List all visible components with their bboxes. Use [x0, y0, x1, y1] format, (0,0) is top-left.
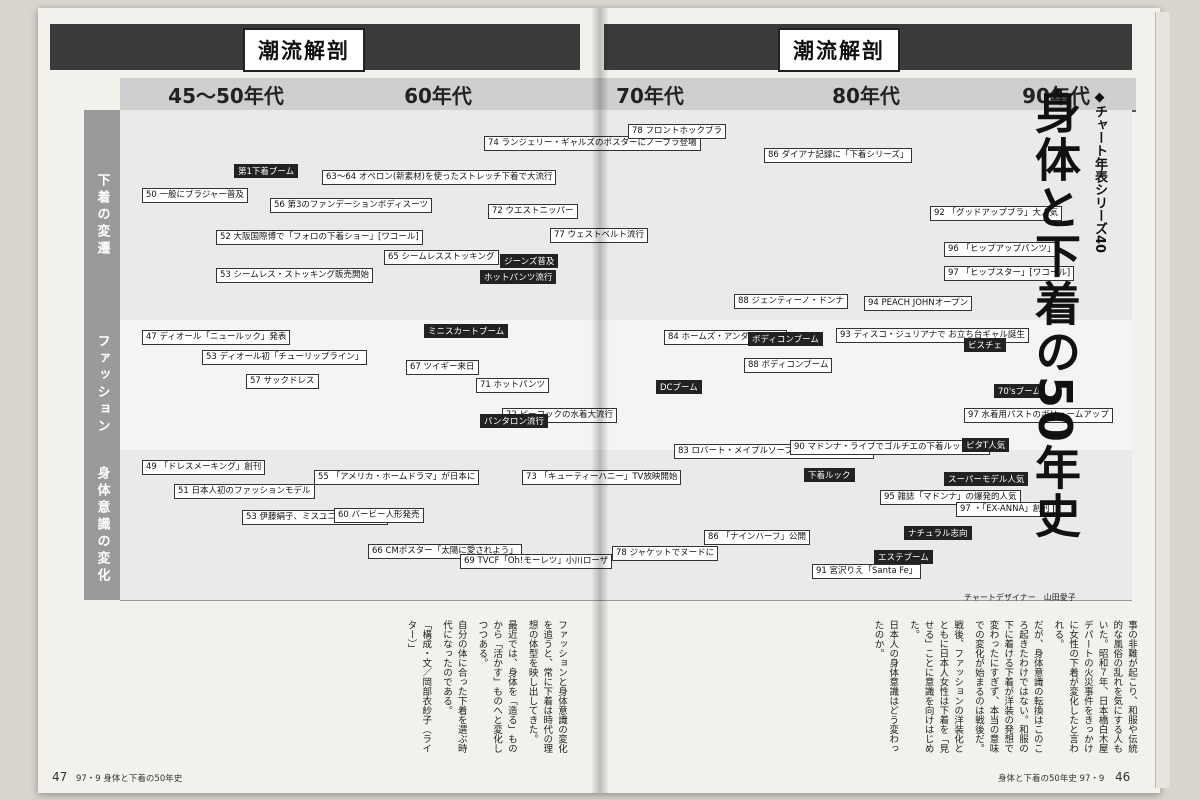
era-header: 60年代	[332, 78, 544, 112]
issue-number: 97・9	[1079, 774, 1105, 784]
boom-label: ボディコンブーム	[748, 332, 823, 346]
timeline-entry: 78 ジャケットでヌードに	[612, 546, 719, 561]
timeline-entry: 90 マドンナ・ライブでゴルチエの下着ルック衣装	[790, 440, 991, 455]
footer-right: 身体と下着の50年史 97・9 46	[998, 770, 1136, 784]
timeline-entry: 65 シームレスストッキング	[384, 250, 499, 265]
timeline-entry: 51 日本人初のファッションモデル	[174, 484, 315, 499]
footer-title: 身体と下着の50年史	[103, 774, 183, 784]
row-label-body: 身体意識の変化	[84, 450, 120, 600]
era-header: 80年代	[756, 78, 976, 112]
timeline-entry: 60 バービー人形発売	[334, 508, 424, 523]
timeline-entry: 50 一般にブラジャー普及	[142, 188, 248, 203]
page-edge	[1155, 12, 1170, 788]
timeline-entry: 53 ディオール初「チューリップライン」	[202, 350, 368, 365]
timeline-entry: 72 ウエストニッパー	[488, 204, 578, 219]
timeline-entry: 95 雑誌「マドンナ」の爆発的人気	[880, 490, 1021, 505]
article-text-left: ファッションと身体意識の変化を追うと、常に下着は時代の理想の体型を映し出してきた…	[68, 620, 568, 760]
era-header: 90年代	[976, 78, 1136, 112]
era-header: 70年代	[544, 78, 756, 112]
footer-title: 身体と下着の50年史	[998, 774, 1077, 784]
article-text-right: 事の非難が起こり、和服や伝統的な風俗の乱れを気にする人もいた。昭和７年、日本橋白…	[798, 620, 1138, 760]
boom-label: ミニスカートブーム	[424, 324, 509, 338]
timeline-entry: 77 ウェストベルト流行	[550, 228, 649, 243]
boom-label: ホットパンツ流行	[480, 270, 557, 284]
paragraph: 自分の体に合った下着を選ぶ時代になったのである。	[440, 620, 467, 753]
timeline-entry: 56 第3のファンデーションボディスーツ	[270, 198, 432, 213]
paragraph: 最近では、身体を「造る」ものから「活かす」ものへと変化しつつある。	[476, 620, 517, 753]
page-number: 46	[1114, 770, 1131, 784]
timeline-entry: 86 ダイアナ記録に「下着シリーズ」	[764, 148, 913, 163]
boom-label: ビスチェ	[964, 338, 1007, 352]
article-title: 身体と下着の50年史	[1028, 88, 1082, 541]
boom-label: DCブーム	[656, 380, 702, 394]
timeline-entry: 97 水着用パストのボリュームアップ	[964, 408, 1113, 423]
spine-gutter	[591, 8, 609, 793]
timeline-entry: 71 ホットパンツ	[476, 378, 549, 393]
timeline-chart: 45〜50年代 60年代 70年代 80年代 90年代 下着の変遷 ファッション…	[84, 78, 1136, 601]
page-number: 47	[52, 770, 68, 784]
boom-label: 70'sブーム	[994, 384, 1045, 398]
timeline-entry: 73 「キューティーハニー」TV放映開始	[522, 470, 682, 485]
boom-label: スーパーモデル人気	[944, 472, 1029, 486]
timeline-entry: 52 大阪国際博で「フォロの下着ショー」[ワコール]	[216, 230, 423, 245]
timeline-entry: 47 ディオール「ニュールック」発表	[142, 330, 291, 345]
timeline-entry: 94 PEACH JOHNオープン	[864, 296, 973, 311]
boom-label: ジーンズ普及	[500, 254, 559, 268]
boom-label: ナチュラル志向	[904, 526, 972, 540]
magazine-spread: 潮流解剖 潮流解剖 45〜50年代 60年代 70年代 80年代 90年代 下着…	[38, 8, 1170, 793]
timeline-entry: 88 ボディコンブーム	[744, 358, 833, 373]
timeline-entry: 74 ランジェリー・ギャルズのポスターにノーブラ登場	[484, 136, 701, 151]
timeline-entry: 55 「アメリカ・ホームドラマ」が日本に	[314, 470, 480, 485]
timeline-entry: 91 宮沢りえ「Santa Fe」	[812, 564, 922, 579]
section-tag-right: 潮流解剖	[778, 28, 900, 72]
paragraph: だが、身体意識の転換はこのころ起きたわけではない。和服の下に着ける下着が洋装の発…	[972, 620, 1043, 753]
timeline-entry: 92 「グッドアップブラ」大人気	[930, 206, 1063, 221]
timeline-entry: 57 サックドレス	[246, 374, 319, 389]
section-tag-left: 潮流解剖	[243, 28, 365, 72]
row-label-fashion: ファッション	[84, 320, 120, 450]
timeline-entry: 63〜64 オペロン(新素材)を使ったストレッチ下着で大流行	[322, 170, 557, 185]
issue-number: 97・9	[75, 774, 101, 784]
timeline-entry: 97 ・「EX-ANNA」創刊	[956, 502, 1054, 517]
boom-label: エステブーム	[874, 550, 933, 564]
paragraph: 「構成・文／岡部衣紗子（ライター）」	[405, 620, 432, 753]
timeline-entry: 67 ツイギー来日	[406, 360, 479, 375]
paragraph: ファッションと身体意識の変化を追うと、常に下着は時代の理想の体型を映し出してきた…	[526, 620, 567, 753]
boom-label: パンタロン流行	[480, 414, 548, 428]
paragraph: 事の非難が起こり、和服や伝統的な風俗の乱れを気にする人もいた。昭和７年、日本橋白…	[1052, 620, 1137, 753]
paragraph: 戦後、ファッションの洋装化とともに日本人女性は下着を「見せる」ことに意識を向けは…	[907, 620, 964, 753]
boom-label: 第1下着ブーム	[234, 164, 299, 178]
footer-left: 47 97・9 身体と下着の50年史	[52, 770, 182, 784]
paragraph: 日本人の身体意識はどう変わったのか。	[872, 620, 899, 753]
timeline-entry: 78 フロントホックブラ	[628, 124, 727, 139]
boom-label: ピタT人気	[962, 438, 1010, 452]
timeline-entry: 53 シームレス・ストッキング販売開始	[216, 268, 374, 283]
timeline-entry: 69 TVCF「Oh!モーレツ」小川ローザ	[460, 554, 613, 569]
series-label: ◆チャート年表シリーズ40	[1092, 90, 1107, 254]
timeline-entry: 96 「ヒップアップパンツ」	[944, 242, 1060, 257]
era-header: 45〜50年代	[120, 78, 332, 112]
timeline-entry: 88 ジェンティーノ・ドンナ	[734, 294, 848, 309]
chart-designer-credit: チャートデザイナー 山田愛子	[964, 593, 1076, 602]
timeline-entry: 97 「ヒップスター」[ワコール]	[944, 266, 1075, 281]
timeline-entry: 86 「ナインハーフ」公開	[704, 530, 811, 545]
timeline-entry: 49 「ドレスメーキング」創刊	[142, 460, 266, 475]
boom-label: 下着ルック	[804, 468, 855, 482]
row-label-underwear: 下着の変遷	[84, 110, 120, 320]
